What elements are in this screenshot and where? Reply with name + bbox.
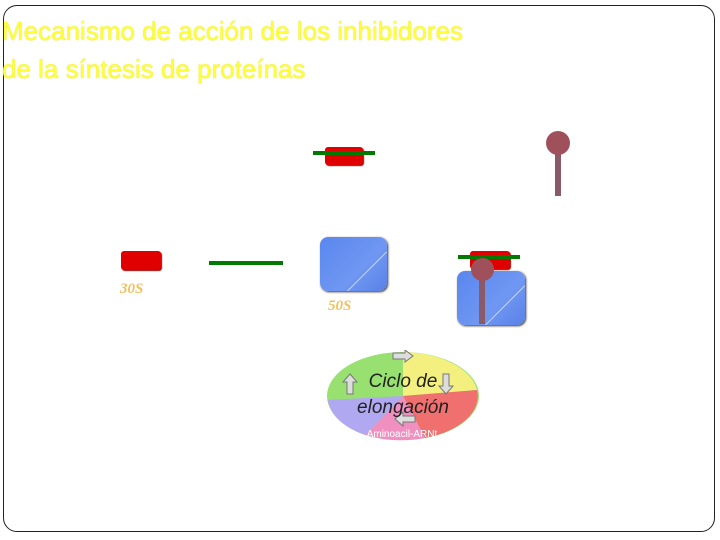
cycle-slice-lavender <box>328 396 403 435</box>
trna-head-ribosome <box>471 258 494 281</box>
trna-head-top <box>546 131 570 155</box>
cycle-title: Ciclo de elongación <box>328 369 478 421</box>
slide-frame <box>3 5 715 532</box>
arrow-down-icon <box>437 373 455 395</box>
ribosome-large-subunit <box>457 271 525 325</box>
antibiotic-bar-top <box>313 151 375 155</box>
title-line-2: de la síntesis de proteínas <box>2 54 306 84</box>
small-subunit-label: 30S <box>120 281 144 297</box>
cycle-slice-yellow <box>403 352 477 396</box>
title-line-1: Mecanismo de acción de los inhibidores <box>2 16 464 46</box>
arrow-up-icon <box>341 373 359 395</box>
ribosome-mrna-bar <box>458 255 520 259</box>
cycle-title-line-2: elongación <box>357 397 449 418</box>
elongation-cycle-diagram <box>327 350 479 441</box>
small-subunit-block <box>121 251 161 270</box>
mrna-bar <box>209 261 283 265</box>
cycle-title-line-1: Ciclo de <box>368 371 438 392</box>
arrow-left-icon <box>394 410 416 428</box>
antibiotic-block-top <box>325 147 363 165</box>
cycle-slice-pink <box>365 396 425 441</box>
trna-stem-ribosome <box>479 272 485 324</box>
large-subunit-label: 50S <box>328 298 352 314</box>
cycle-sublabel: Aminoacil-ARNt <box>366 429 438 440</box>
cycle-slice-red <box>403 390 478 438</box>
trna-stem-top <box>555 150 561 196</box>
large-subunit-box <box>320 237 387 291</box>
arrow-right-icon <box>392 350 414 363</box>
slide-title: Mecanismo de acción de los inhibidores d… <box>2 12 463 88</box>
